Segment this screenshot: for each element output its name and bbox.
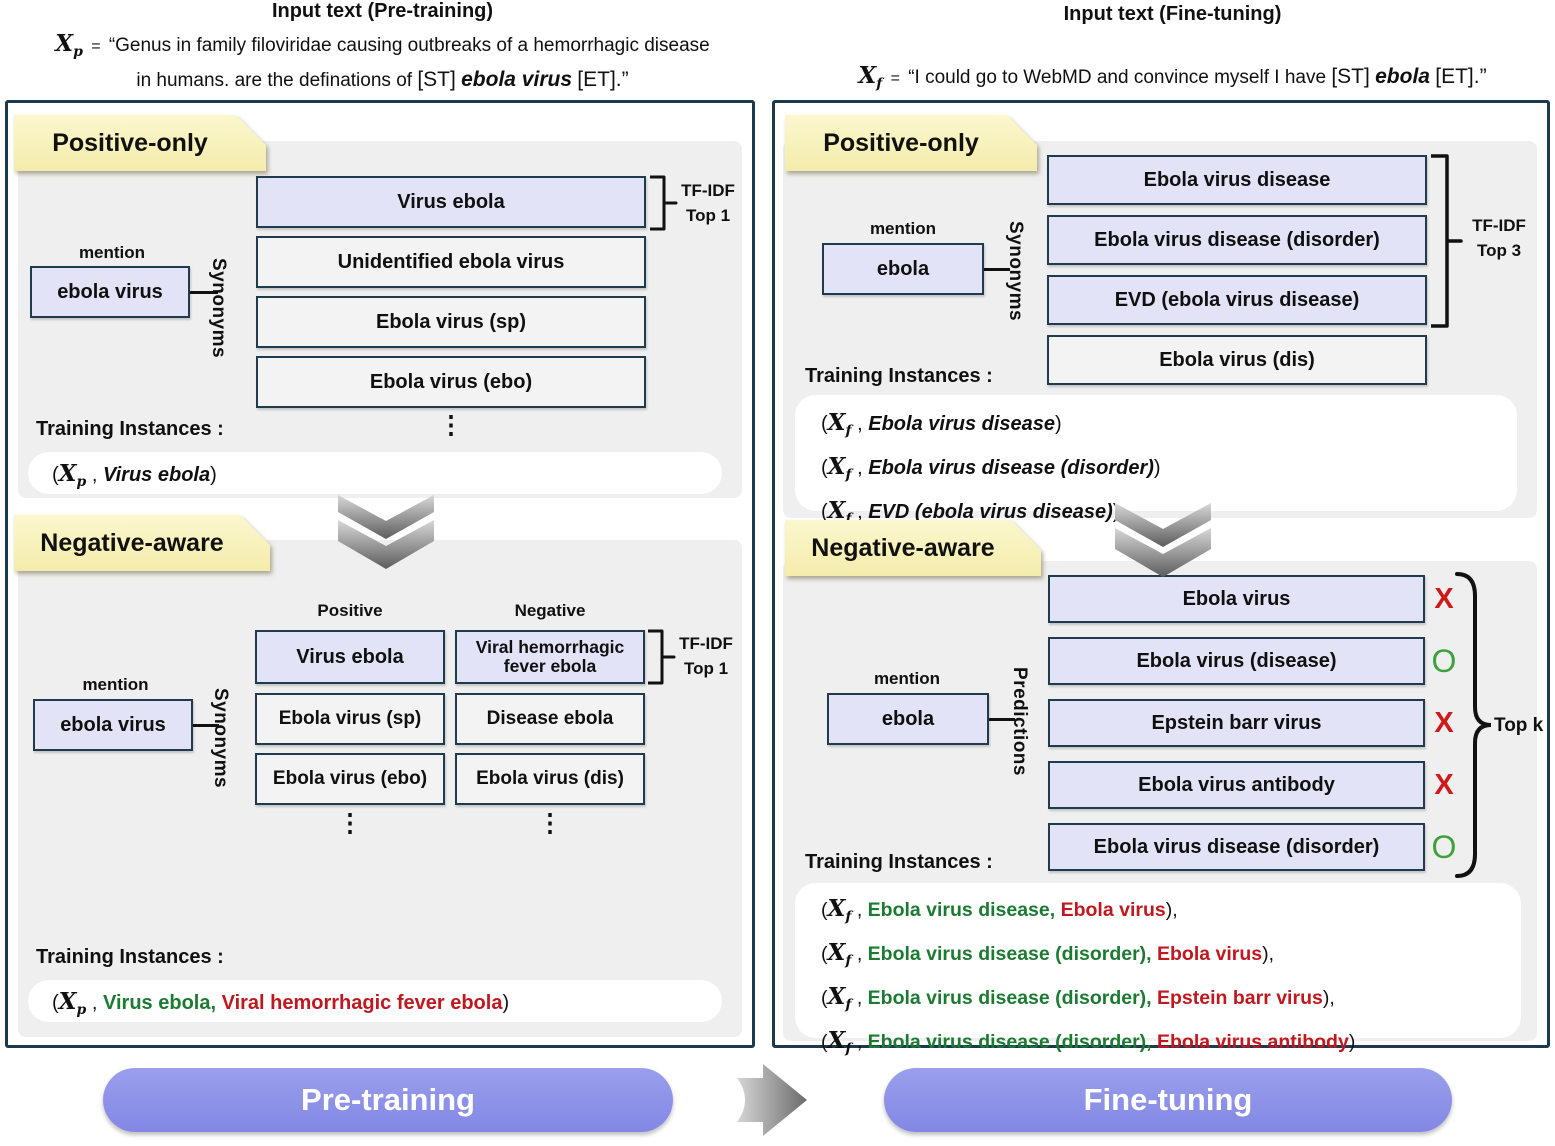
positive-synonym-box: Ebola virus (ebo) bbox=[255, 753, 445, 805]
chevron-down-icon bbox=[338, 495, 434, 569]
et-token: [ET].” bbox=[1435, 65, 1487, 88]
ellipsis: ⋮ bbox=[337, 809, 363, 837]
mention-box: ebola bbox=[822, 243, 984, 295]
header-finetuning-line1: Xf = “I could go to WebMD and convince m… bbox=[858, 62, 1487, 92]
training-pill: (Xp , Virus ebola) bbox=[28, 452, 722, 494]
training-instance: (Xf , Ebola virus disease) bbox=[821, 409, 1062, 439]
mention-box: ebola bbox=[827, 693, 989, 745]
negative-instance-text: Viral hemorrhagic fever ebola bbox=[221, 992, 503, 1014]
training-instance: (Xf , Ebola virus disease (disorder), Ep… bbox=[821, 983, 1335, 1013]
tfidf-bracket bbox=[1431, 153, 1463, 329]
topk-label: Top k bbox=[1494, 715, 1544, 736]
prediction-box: Ebola virus bbox=[1048, 575, 1425, 623]
prediction-box: Ebola virus disease (disorder) bbox=[1048, 823, 1425, 871]
synonym-box: Virus ebola bbox=[256, 176, 646, 228]
column-positive-label: Positive bbox=[317, 601, 383, 620]
training-instance: (Xf , Ebola virus disease, Ebola virus), bbox=[821, 895, 1178, 925]
mention-label: mention bbox=[82, 675, 149, 694]
wrong-mark: X bbox=[1434, 706, 1454, 739]
header-pretraining: Input text (Pre-training) Xp = “Genus in… bbox=[0, 0, 765, 92]
tfidf-bracket bbox=[650, 174, 678, 232]
training-pill: (Xp , Virus ebola, Viral hemorrhagic fev… bbox=[28, 980, 722, 1022]
synonym-box: Ebola virus (ebo) bbox=[256, 356, 646, 408]
synonym-box: Ebola virus (dis) bbox=[1047, 335, 1427, 385]
mention-label: mention bbox=[873, 669, 941, 688]
training-instances-label: Training Instances : bbox=[36, 418, 224, 440]
synonym-box: Ebola virus (sp) bbox=[256, 296, 646, 348]
header-pretraining-title: Input text (Pre-training) bbox=[271, 0, 494, 22]
tfidf-bracket bbox=[648, 628, 676, 686]
synonym-box: Ebola virus disease (disorder) bbox=[1047, 215, 1427, 265]
predictions-axis-label: Predictions bbox=[1009, 666, 1030, 776]
chevron-down-icon bbox=[1115, 503, 1211, 577]
negative-synonym-box: Ebola virus (dis) bbox=[455, 753, 645, 805]
wrong-mark: X bbox=[1434, 768, 1454, 801]
negative-synonym-box: Viral hemorrhagic fever ebola bbox=[455, 630, 645, 684]
synonyms-axis-label: Synonyms bbox=[210, 687, 231, 789]
negative-synonym-box: Disease ebola bbox=[455, 693, 645, 745]
training-instance: (Xf , Ebola virus disease (disorder)) bbox=[821, 453, 1161, 483]
header-finetuning: Input text (Fine-tuning) Xf = “I could g… bbox=[790, 3, 1555, 92]
prediction-box: Epstein barr virus bbox=[1048, 699, 1425, 747]
tfidf-label: TF-IDF Top 1 bbox=[679, 634, 733, 678]
mention-box: ebola virus bbox=[33, 699, 193, 751]
training-pill: (Xf , Ebola virus disease) (Xf , Ebola v… bbox=[795, 395, 1517, 527]
topk-brace bbox=[1451, 571, 1495, 879]
panel-finetuning: Positive-only mention ebola Synonyms Ebo… bbox=[772, 100, 1550, 1057]
entity-mention: ebola virus bbox=[461, 68, 573, 91]
footer-pill-finetuning: Fine-tuning bbox=[884, 1068, 1452, 1132]
prediction-box: Ebola virus antibody bbox=[1048, 761, 1425, 809]
synonym-box: Unidentified ebola virus bbox=[256, 236, 646, 288]
panel-pretraining: Positive-only mention ebola virus Synony… bbox=[5, 100, 755, 1048]
training-instance: (Xp , Virus ebola, Viral hemorrhagic fev… bbox=[52, 988, 510, 1018]
training-instances-label: Training Instances : bbox=[805, 851, 993, 873]
entity-mention: ebola bbox=[1375, 65, 1430, 88]
mention-box: ebola virus bbox=[30, 266, 190, 318]
positive-synonym-box: Virus ebola bbox=[255, 630, 445, 684]
mention-label: mention bbox=[78, 243, 146, 262]
connector-line bbox=[190, 291, 218, 294]
training-instances-label: Training Instances : bbox=[36, 946, 224, 968]
prediction-box: Ebola virus (disease) bbox=[1048, 637, 1425, 685]
tag-negative-aware: Negative-aware bbox=[785, 520, 1041, 576]
ellipsis: ⋮ bbox=[438, 411, 464, 439]
tag-positive-only: Positive-only bbox=[14, 115, 266, 171]
training-pill: (Xf , Ebola virus disease, Ebola virus),… bbox=[795, 883, 1521, 1057]
correct-mark: O bbox=[1431, 828, 1457, 865]
footer-pill-pretraining: Pre-training bbox=[103, 1068, 673, 1132]
tfidf-label: TF-IDF Top 1 bbox=[681, 181, 735, 225]
arrow-right-icon bbox=[737, 1064, 807, 1136]
wrong-mark: X bbox=[1434, 582, 1454, 615]
synonyms-axis-label: Synonyms bbox=[208, 257, 229, 359]
connector-line bbox=[193, 724, 219, 727]
et-token: [ET].” bbox=[577, 68, 629, 91]
header-pretraining-line1: Xp = “Genus in family filoviridae causin… bbox=[55, 30, 710, 60]
tag-positive-only: Positive-only bbox=[785, 115, 1037, 171]
header-finetuning-title: Input text (Fine-tuning) bbox=[1063, 3, 1282, 25]
column-negative-label: Negative bbox=[514, 601, 586, 620]
positive-instance-text: Virus ebola, bbox=[103, 992, 217, 1014]
header-pretraining-line2: in humans. are the definations of [ST] e… bbox=[136, 68, 629, 91]
correct-mark: O bbox=[1431, 642, 1457, 679]
tag-negative-aware: Negative-aware bbox=[14, 515, 270, 571]
ellipsis: ⋮ bbox=[537, 809, 563, 837]
synonyms-axis-label: Synonyms bbox=[1005, 220, 1026, 322]
training-instance: (Xf , Ebola virus disease (disorder), Eb… bbox=[821, 1027, 1356, 1057]
synonym-box: EVD (ebola virus disease) bbox=[1047, 275, 1427, 325]
connector-line bbox=[984, 268, 1010, 271]
st-token: [ST] bbox=[1331, 65, 1370, 88]
tfidf-label: TF-IDF Top 3 bbox=[1472, 216, 1526, 260]
synonym-box: Ebola virus disease bbox=[1047, 155, 1427, 205]
mention-label: mention bbox=[869, 219, 937, 238]
training-instances-label: Training Instances : bbox=[805, 365, 993, 387]
training-instance: (Xp , Virus ebola) bbox=[52, 460, 217, 490]
st-token: [ST] bbox=[417, 68, 456, 91]
training-instance: (Xf , EVD (ebola virus disease)) bbox=[821, 497, 1119, 527]
connector-line bbox=[989, 718, 1015, 721]
positive-synonym-box: Ebola virus (sp) bbox=[255, 693, 445, 745]
training-instance: (Xf , Ebola virus disease (disorder), Eb… bbox=[821, 939, 1275, 969]
